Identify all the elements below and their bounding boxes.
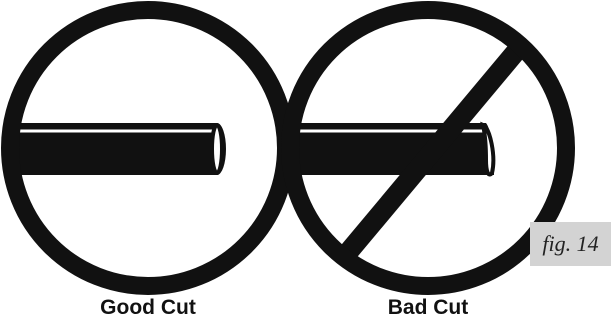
good-cut-illustration (0, 10, 286, 286)
bad-cut-caption: Bad Cut (328, 296, 528, 320)
good-cut-tube-end (212, 125, 222, 173)
bad-cut-illustration (280, 10, 566, 286)
bad-cut-tube-angled-end (483, 125, 493, 175)
figure-number-label: fig. 14 (530, 222, 611, 266)
good-cut-caption: Good Cut (48, 296, 248, 320)
